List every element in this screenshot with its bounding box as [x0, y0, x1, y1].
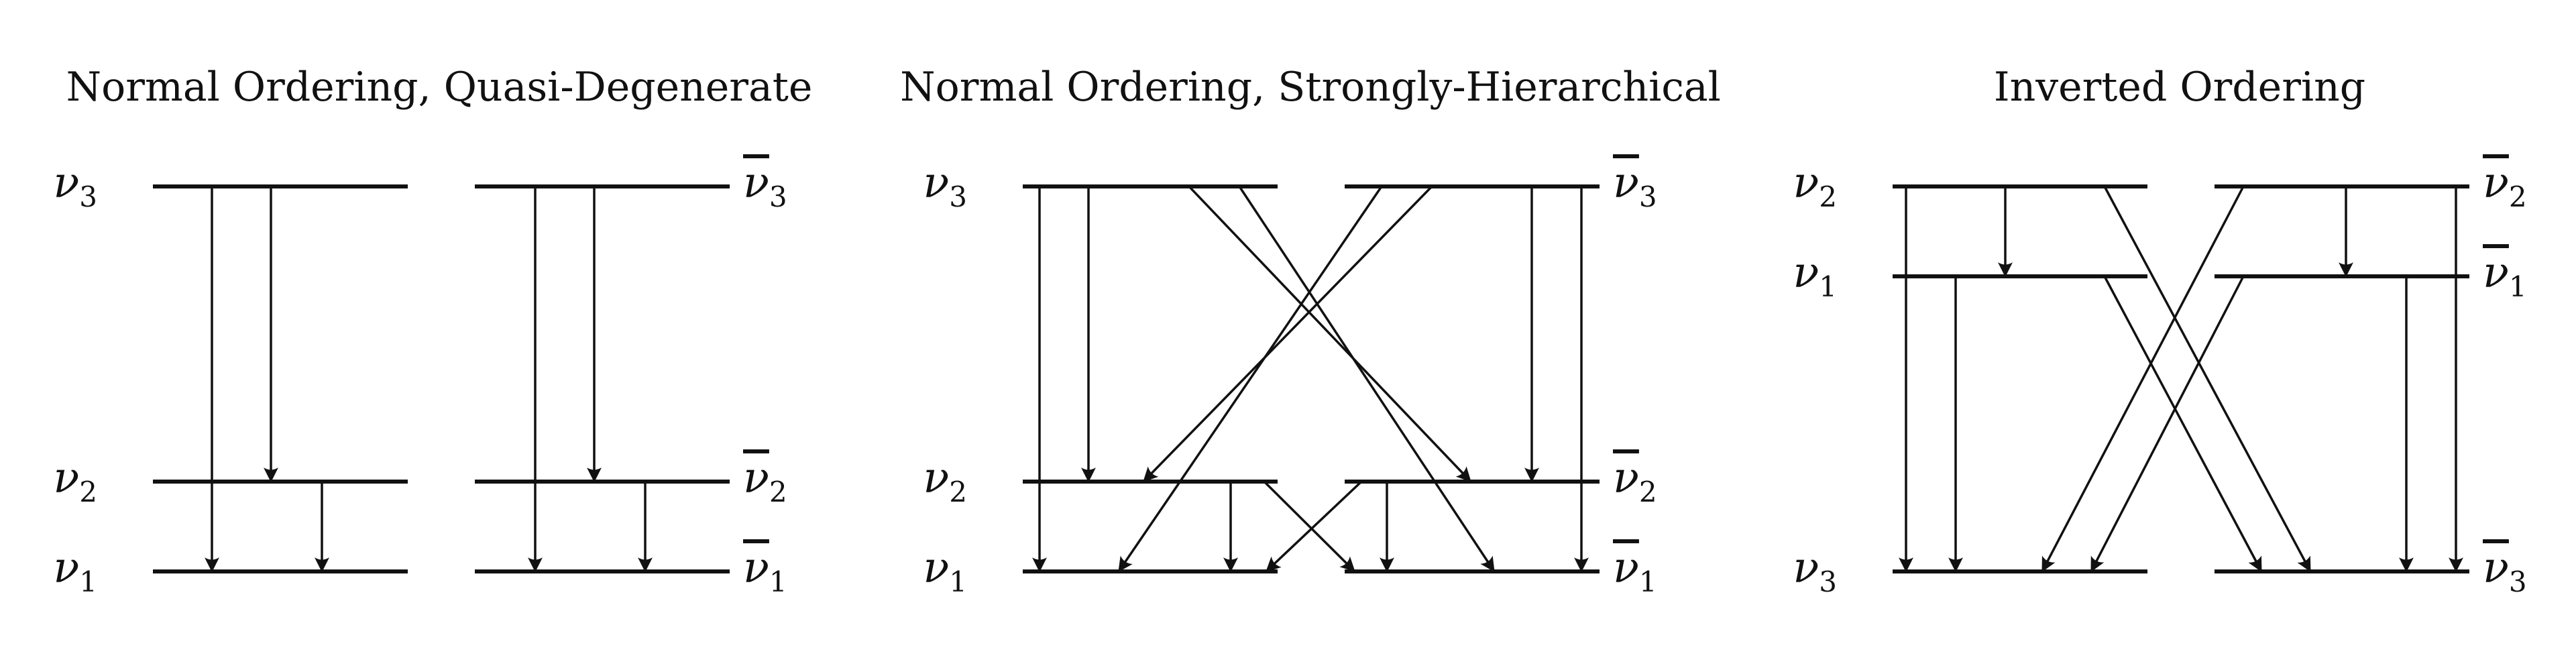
neutrino-level-label: ν2 [923, 457, 967, 506]
antineutrino-level-label: ν3 [2483, 547, 2527, 596]
level-symbol: ν [743, 453, 769, 503]
antineutrino-level-label: ν1 [1613, 547, 1657, 596]
transition-arrow [1142, 185, 1433, 483]
level-symbol: ν [1613, 158, 1639, 208]
level-symbol: ν [53, 453, 80, 503]
level-symbol: ν [1613, 543, 1639, 593]
level-symbol: ν [923, 453, 950, 503]
level-subscript: 3 [949, 180, 967, 213]
transition-arrow [1263, 480, 1356, 573]
level-symbol: ν [53, 158, 80, 208]
level-subscript: 2 [1819, 180, 1837, 213]
transition-arrow [1265, 480, 1363, 573]
level-subscript: 3 [1638, 180, 1657, 213]
level-symbol: ν [923, 543, 950, 593]
level-symbol: ν [743, 158, 769, 208]
neutrino-level-label: ν1 [923, 547, 967, 596]
antineutrino-level-label: ν2 [1613, 457, 1657, 506]
transition-arrow [2041, 186, 2245, 572]
level-symbol: ν [1793, 543, 1819, 593]
level-symbol: ν [743, 543, 769, 593]
level-subscript: 1 [1819, 270, 1837, 303]
level-symbol: ν [2483, 543, 2509, 593]
panel-title: Normal Ordering, Quasi-Degenerate [66, 64, 813, 111]
antineutrino-level-label: ν1 [2483, 252, 2527, 301]
panel-title: Normal Ordering, Strongly-Hierarchical [900, 64, 1721, 111]
level-subscript: 1 [1638, 565, 1657, 598]
neutrino-level-label: ν1 [53, 547, 97, 596]
level-symbol: ν [2483, 248, 2509, 298]
transition-arrow [1238, 186, 1496, 572]
level-subscript: 2 [79, 476, 97, 508]
neutrino-level-label: ν3 [1793, 547, 1837, 596]
level-symbol: ν [923, 158, 950, 208]
panel-title: Inverted Ordering [1993, 64, 2366, 111]
transition-arrow [1188, 185, 1472, 483]
neutrino-level-label: ν2 [1793, 162, 1837, 211]
level-subscript: 3 [2508, 565, 2527, 598]
neutrino-level-label: ν1 [1793, 252, 1837, 301]
transition-arrow [2103, 186, 2312, 572]
neutrino-level-label: ν2 [53, 457, 97, 506]
level-subscript: 1 [769, 565, 787, 598]
neutrino-level-label: ν3 [923, 162, 967, 211]
level-subscript: 2 [769, 476, 787, 508]
level-symbol: ν [1793, 158, 1819, 208]
antineutrino-level-label: ν3 [1613, 162, 1657, 211]
level-subscript: 3 [769, 180, 787, 213]
level-subscript: 3 [79, 180, 97, 213]
transition-arrow [2090, 276, 2245, 572]
level-subscript: 2 [2508, 180, 2527, 213]
antineutrino-level-label: ν2 [2483, 162, 2527, 211]
antineutrino-level-label: ν2 [743, 457, 787, 506]
level-subscript: 2 [949, 476, 967, 508]
level-symbol: ν [53, 543, 80, 593]
antineutrino-level-label: ν1 [743, 547, 787, 596]
antineutrino-level-label: ν3 [743, 162, 787, 211]
neutrino-level-label: ν3 [53, 162, 97, 211]
level-subscript: 1 [949, 565, 967, 598]
level-symbol: ν [1793, 248, 1819, 298]
level-subscript: 3 [1819, 565, 1837, 598]
level-subscript: 2 [1638, 476, 1657, 508]
transition-arrow [2103, 276, 2263, 572]
level-subscript: 1 [2508, 270, 2527, 303]
level-subscript: 1 [79, 565, 97, 598]
level-symbol: ν [1613, 453, 1639, 503]
level-symbol: ν [2483, 158, 2509, 208]
transition-arrow [1117, 186, 1383, 572]
